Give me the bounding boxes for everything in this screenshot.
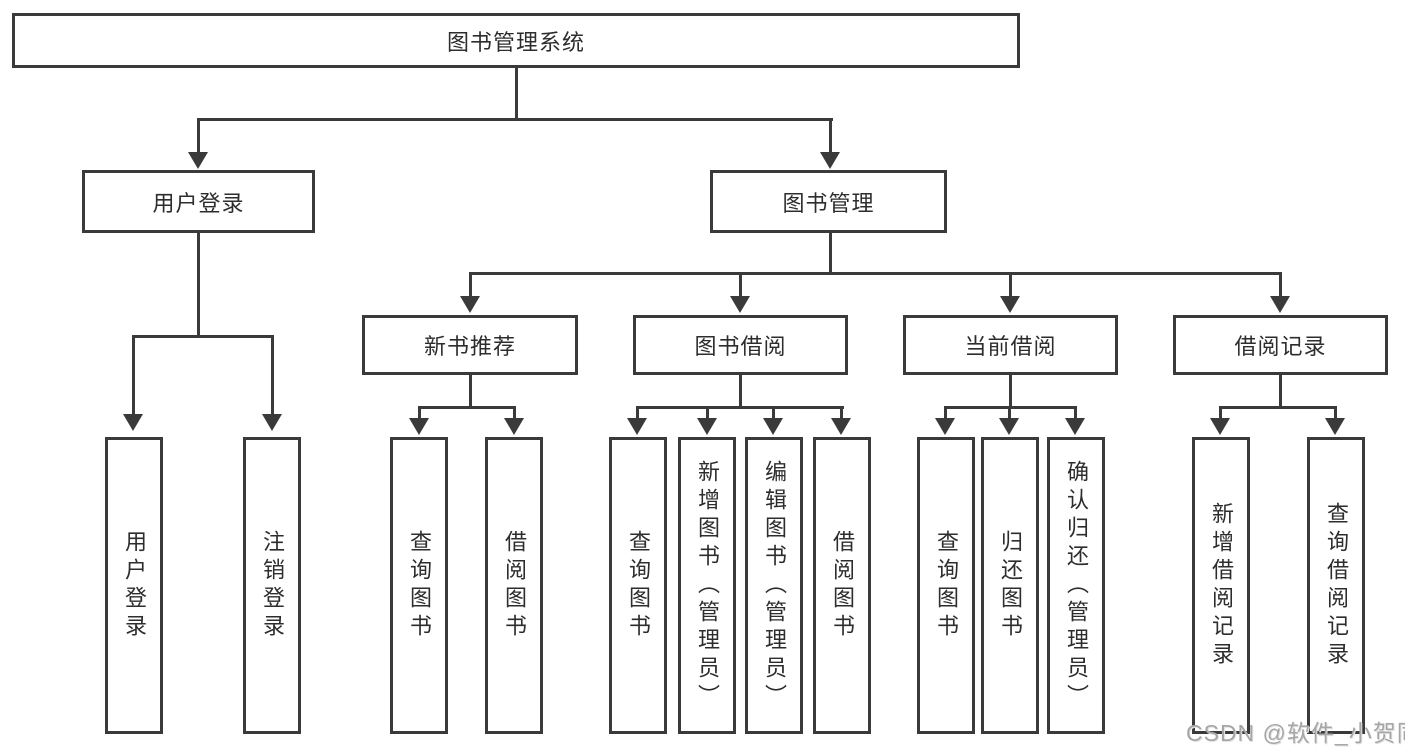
arrowhead-g2-child-4 bbox=[831, 418, 851, 435]
leaf-query-books-2: 查询图书 bbox=[609, 437, 667, 734]
arrowhead-g2-child-1 bbox=[627, 418, 647, 435]
leaf-query-books-1-label: 查询图书 bbox=[407, 529, 432, 642]
leaf-query-books-3: 查询图书 bbox=[917, 437, 975, 734]
leaf-borrow-books-2: 借阅图书 bbox=[813, 437, 871, 734]
connector-root-to-login bbox=[197, 118, 200, 154]
connector-login-child-2 bbox=[271, 335, 274, 416]
connector-manage-child-3 bbox=[1009, 272, 1012, 298]
leaf-query-books-2-label: 查询图书 bbox=[626, 529, 651, 642]
node-root-label: 图书管理系统 bbox=[446, 29, 585, 55]
leaf-add-borrow-record: 新增借阅记录 bbox=[1192, 437, 1250, 734]
connector-g2-child-2 bbox=[706, 406, 709, 420]
leaf-logout: 注销登录 bbox=[243, 437, 301, 734]
leaf-return-book-label: 归还图书 bbox=[998, 529, 1023, 642]
connector-g2-child-3 bbox=[772, 406, 775, 420]
connector-g4-stem bbox=[1279, 375, 1282, 406]
connector-g2-stem bbox=[739, 375, 742, 406]
connector-root-rail bbox=[197, 118, 833, 121]
arrowhead-to-login bbox=[188, 152, 208, 169]
arrowhead-g2-child-2 bbox=[697, 418, 717, 435]
connector-root-stem bbox=[515, 68, 518, 118]
connector-g3-child-2 bbox=[1008, 406, 1011, 420]
arrowhead-g1-child-1 bbox=[409, 418, 429, 435]
connector-login-stem bbox=[197, 233, 200, 335]
connector-manage-rail bbox=[469, 272, 1282, 275]
arrowhead-g4-child-1 bbox=[1210, 418, 1230, 435]
leaf-user-login-label: 用户登录 bbox=[122, 529, 147, 642]
leaf-edit-book-admin-label: 编辑图书（管理员） bbox=[762, 459, 787, 712]
leaf-add-book-admin-label: 新增图书（管理员） bbox=[695, 459, 720, 712]
leaf-logout-label: 注销登录 bbox=[260, 529, 285, 642]
arrowhead-login-child-1 bbox=[123, 414, 143, 431]
node-book-manage-label: 图书管理 bbox=[782, 190, 875, 216]
connector-g2-child-1 bbox=[636, 406, 639, 420]
node-current-borrow-label: 当前借阅 bbox=[964, 334, 1057, 359]
leaf-edit-book-admin: 编辑图书（管理员） bbox=[745, 437, 803, 734]
connector-root-to-manage bbox=[829, 118, 832, 154]
leaf-query-books-1: 查询图书 bbox=[390, 437, 448, 734]
node-new-book-recommend: 新书推荐 bbox=[362, 315, 578, 375]
node-user-login-label: 用户登录 bbox=[152, 190, 245, 216]
arrowhead-g3-child-1 bbox=[935, 418, 955, 435]
watermark-text: CSDN @软件_小贺同学 bbox=[1186, 720, 1405, 746]
connector-g1-stem bbox=[469, 375, 472, 406]
node-new-book-recommend-label: 新书推荐 bbox=[423, 334, 516, 359]
connector-manage-child-4 bbox=[1279, 272, 1282, 298]
connector-login-child-1 bbox=[132, 335, 135, 416]
leaf-borrow-books-1: 借阅图书 bbox=[485, 437, 543, 734]
arrowhead-g3-child-2 bbox=[999, 418, 1019, 435]
connector-manage-child-1 bbox=[469, 272, 472, 298]
leaf-confirm-return-admin: 确认归还（管理员） bbox=[1047, 437, 1105, 734]
connector-g4-child-2 bbox=[1334, 406, 1337, 420]
connector-g3-stem bbox=[1009, 375, 1012, 406]
connector-login-rail bbox=[132, 335, 274, 338]
leaf-query-books-3-label: 查询图书 bbox=[934, 529, 959, 642]
arrowhead-g3-child-3 bbox=[1065, 418, 1085, 435]
node-book-borrow-label: 图书借阅 bbox=[694, 334, 787, 359]
arrowhead-manage-child-3 bbox=[1000, 296, 1020, 313]
leaf-borrow-books-1-label: 借阅图书 bbox=[502, 529, 527, 642]
connector-g3-child-1 bbox=[944, 406, 947, 420]
arrowhead-g2-child-3 bbox=[763, 418, 783, 435]
connector-g2-child-4 bbox=[840, 406, 843, 420]
arrowhead-login-child-2 bbox=[262, 414, 282, 431]
arrowhead-manage-child-4 bbox=[1270, 296, 1290, 313]
leaf-borrow-books-2-label: 借阅图书 bbox=[830, 529, 855, 642]
leaf-query-borrow-record-label: 查询借阅记录 bbox=[1324, 501, 1349, 670]
arrowhead-manage-child-1 bbox=[460, 296, 480, 313]
node-borrow-records-label: 借阅记录 bbox=[1234, 334, 1327, 359]
leaf-add-borrow-record-label: 新增借阅记录 bbox=[1209, 501, 1234, 670]
node-book-manage: 图书管理 bbox=[710, 170, 947, 233]
leaf-query-borrow-record: 查询借阅记录 bbox=[1307, 437, 1365, 734]
connector-g3-child-3 bbox=[1074, 406, 1077, 420]
connector-g1-child-1 bbox=[418, 406, 421, 420]
connector-g4-child-1 bbox=[1219, 406, 1222, 420]
arrowhead-g1-child-2 bbox=[504, 418, 524, 435]
node-user-login: 用户登录 bbox=[82, 170, 315, 233]
node-root: 图书管理系统 bbox=[12, 13, 1020, 68]
connector-g2-rail bbox=[636, 406, 844, 409]
arrowhead-to-manage bbox=[820, 152, 840, 169]
arrowhead-g4-child-2 bbox=[1325, 418, 1345, 435]
connector-manage-stem bbox=[829, 233, 832, 272]
connector-g1-rail bbox=[418, 406, 516, 409]
connector-manage-child-2 bbox=[739, 272, 742, 298]
node-borrow-records: 借阅记录 bbox=[1173, 315, 1388, 375]
arrowhead-manage-child-2 bbox=[730, 296, 750, 313]
leaf-confirm-return-admin-label: 确认归还（管理员） bbox=[1064, 459, 1089, 712]
leaf-user-login: 用户登录 bbox=[105, 437, 163, 734]
connector-g4-rail bbox=[1219, 406, 1337, 409]
leaf-add-book-admin: 新增图书（管理员） bbox=[678, 437, 736, 734]
node-current-borrow: 当前借阅 bbox=[903, 315, 1118, 375]
connector-g1-child-2 bbox=[513, 406, 516, 420]
leaf-return-book: 归还图书 bbox=[981, 437, 1039, 734]
node-book-borrow: 图书借阅 bbox=[633, 315, 848, 375]
